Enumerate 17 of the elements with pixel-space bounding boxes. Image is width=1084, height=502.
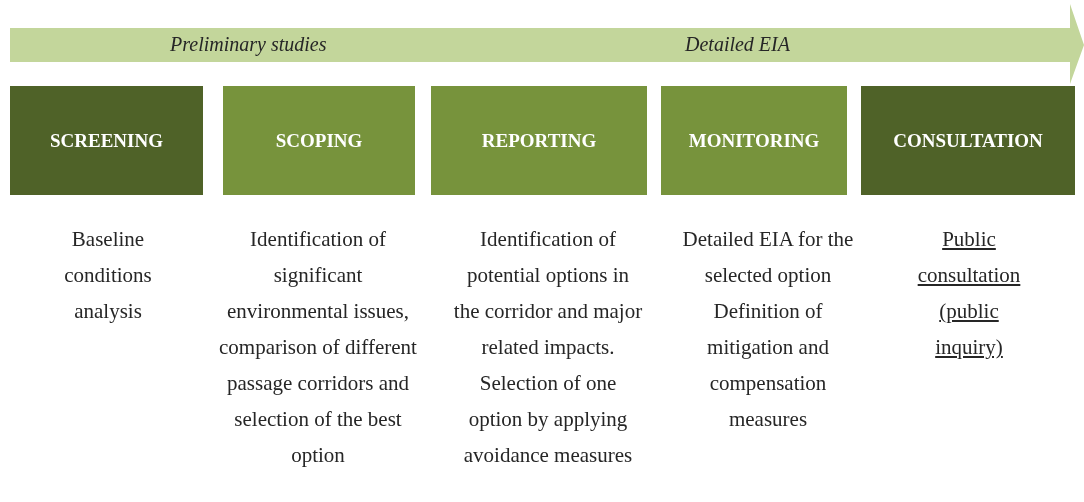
phase-label: Preliminary studies xyxy=(170,33,327,56)
stage-description: Identification of potential options in the corridor and major related impacts. Selection of one option by applying avoidance measures xyxy=(452,226,644,469)
stage-title: REPORTING xyxy=(481,129,597,152)
stage-description: Public consultation (public inquiry) xyxy=(916,226,1022,361)
stage-box xyxy=(223,86,415,195)
stage-title: CONSULTATION xyxy=(893,129,1043,152)
stage-description: Identification of significant environmental issues, comparison of different passage corridors and selection of the best option xyxy=(218,226,418,469)
stage-title: MONITORING xyxy=(688,129,820,152)
stage-box xyxy=(661,86,847,195)
stage-box xyxy=(861,86,1075,195)
stage-description: Detailed EIA for the selected option Definition of mitigation and compensation measures xyxy=(681,226,855,433)
stage-description: Baseline conditions analysis xyxy=(63,226,153,325)
stage-box xyxy=(431,86,647,195)
stage-title: SCREENING xyxy=(50,129,163,152)
stage-title: SCOPING xyxy=(275,129,363,152)
phase-label: Detailed EIA xyxy=(685,33,790,56)
stage-box xyxy=(10,86,203,195)
